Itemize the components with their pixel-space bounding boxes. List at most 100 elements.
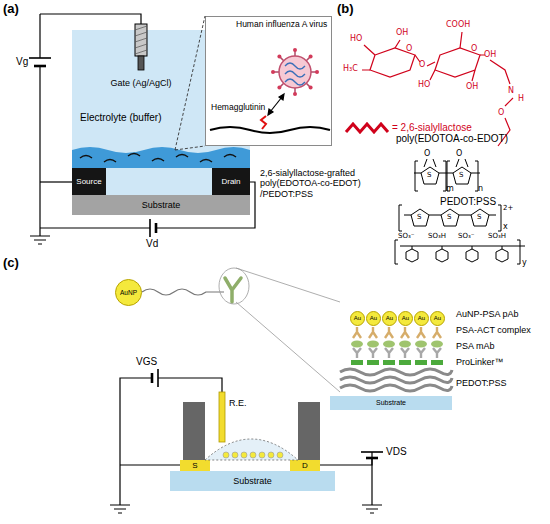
node-text: Electrolyte (buffer) — [80, 112, 190, 124]
circuit-wire — [120, 378, 152, 505]
gold-nanoparticle: AuNP — [115, 279, 142, 306]
source-electrode: Source — [72, 168, 106, 195]
ground-symbol — [30, 236, 50, 244]
battery-symbol — [29, 57, 51, 59]
node-text: Gate (Ag/AgCl) — [86, 78, 196, 88]
layer-label: AuNP-PSA pAb — [456, 309, 519, 319]
sensing-layer-stack — [415, 327, 427, 365]
sialyllactose-symbol — [346, 124, 388, 132]
circuit-wire — [40, 227, 150, 228]
pedot-pss-structure — [412, 246, 502, 249]
panel-letter: (c) — [3, 256, 19, 271]
drain-electrode: D — [290, 460, 320, 471]
antibody-chain — [225, 278, 241, 302]
circuit-wire — [40, 14, 141, 24]
antibody-chain — [142, 268, 249, 304]
circuit-wire — [320, 452, 372, 465]
zoom-line — [236, 302, 340, 392]
gold-particle: Au — [366, 311, 381, 326]
atom-label: O — [406, 44, 412, 53]
pedot-pss-structure — [406, 249, 418, 262]
symbol-key: = 2,6-sialyllactose — [392, 122, 472, 134]
circuit-wire — [39, 66, 40, 236]
sensing-layer-stack — [340, 327, 452, 391]
battery-symbol — [366, 457, 378, 460]
layer-label: PSA mAb — [456, 341, 495, 351]
atom-label: N — [508, 86, 514, 95]
voltage-label: Vd — [146, 238, 158, 250]
sialyllactose-structure — [362, 32, 513, 146]
atom-label: O — [471, 44, 477, 53]
atom-label: OH — [466, 82, 478, 91]
node-text: Au — [434, 315, 441, 322]
layer-label: ProLinker™ — [456, 357, 504, 367]
battery-symbol — [157, 369, 159, 387]
voltage-label: Vg — [16, 56, 28, 68]
device-well — [241, 452, 247, 458]
circuit-wire — [39, 14, 40, 58]
atom-label: SO₃H — [488, 232, 506, 240]
node-text: Au — [370, 315, 377, 322]
atom-label: H₃C — [343, 64, 358, 73]
ground-symbol — [362, 505, 382, 513]
gold-particle: Au — [382, 311, 397, 326]
node-text: Au — [402, 315, 409, 322]
sensing-layer-stack — [351, 327, 363, 365]
drain-electrode: Drain — [212, 168, 250, 195]
circuit-wire — [120, 464, 180, 465]
device-well — [205, 439, 298, 460]
sensing-layer-stack — [367, 327, 379, 365]
sensing-layer-stack — [383, 327, 395, 365]
circuit-wire — [371, 458, 372, 505]
pedot-pss-structure — [395, 240, 520, 264]
layer-label: 2,6-sialyllactose-grafted poly(EDOTOA-co… — [260, 168, 388, 199]
antibody-chain — [142, 289, 224, 295]
atom-label: OH — [484, 50, 496, 59]
atom-label: O — [424, 149, 430, 158]
subscript-label: x — [503, 222, 508, 231]
charge-label: 2+ — [503, 204, 513, 212]
node-text: Drain — [221, 177, 240, 186]
node-text: Au — [354, 315, 361, 322]
node-text: Substrate — [376, 399, 406, 407]
device-well — [277, 452, 283, 458]
node-text: Hemagglutinin — [211, 103, 281, 113]
gold-particle: Au — [350, 311, 365, 326]
node-text: S — [192, 461, 197, 470]
device-well — [183, 402, 205, 460]
battery-symbol — [34, 65, 46, 68]
gold-particle: Au — [430, 311, 445, 326]
zoom-line — [236, 268, 340, 302]
atom-label: O — [456, 149, 462, 158]
pedot-pss-structure — [395, 205, 525, 264]
sensing-layer-stack — [431, 327, 443, 365]
node-text: Source — [76, 177, 101, 186]
pedot-pss-structure — [466, 249, 478, 262]
node-text: D — [302, 461, 308, 470]
atom-label: S — [477, 213, 481, 221]
node-text: Au — [418, 315, 425, 322]
polymer-structure — [424, 159, 468, 167]
gate-electrode: Gate (Ag/AgCl) — [86, 30, 196, 92]
device-well — [250, 452, 256, 458]
atom-label: S — [459, 171, 463, 179]
battery-symbol — [155, 223, 158, 233]
atom-label: H — [518, 94, 524, 103]
gold-particle: Au — [414, 311, 429, 326]
circuit-wire — [40, 181, 72, 182]
node-text: Substrate — [233, 476, 272, 486]
device-well — [232, 452, 238, 458]
zoom-line — [236, 268, 340, 392]
battery-symbol — [151, 373, 154, 383]
atom-label: COOH — [446, 20, 470, 29]
panel-letter: (b) — [337, 2, 354, 17]
layer-label: PEDOT:PSS — [456, 378, 507, 388]
polymer-structure — [453, 167, 471, 184]
pedot-pss-structure — [399, 205, 501, 231]
substrate-layer: Substrate — [72, 195, 250, 215]
node-text: AuNP — [120, 289, 137, 296]
atom-label: SO₃H — [428, 232, 446, 240]
atom-label: SO₃⁻ — [398, 232, 414, 240]
layer-label: PSA-ACT complex — [456, 325, 531, 335]
battery-symbol — [149, 219, 151, 237]
